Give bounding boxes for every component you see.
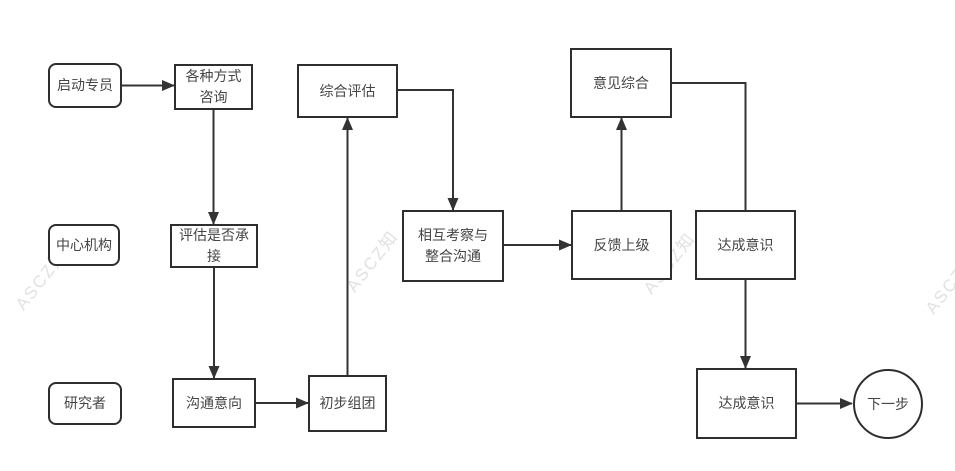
process-node-initial-group: 初步组团 — [308, 375, 387, 432]
process-node-consult: 各种方式咨询 — [174, 64, 253, 110]
role-node-starter: 启动专员 — [48, 63, 122, 108]
edge-opinion-to-consensus-top — [672, 82, 747, 210]
role-node-center-org: 中心机构 — [48, 224, 120, 266]
process-node-assess: 评估是否承接 — [170, 224, 258, 268]
watermark-text: ASCZ知 — [921, 248, 955, 318]
terminal-node-next-step: 下一步 — [853, 369, 923, 439]
process-node-feedback: 反馈上级 — [571, 210, 672, 280]
edge-eval-to-mutual — [398, 89, 459, 211]
process-node-intent: 沟通意向 — [172, 378, 256, 428]
watermark-text: ASCZ知 — [342, 226, 403, 296]
process-node-mutual-comm: 相互考察与整合沟通 — [402, 210, 504, 282]
role-node-researcher: 研究者 — [48, 382, 122, 425]
process-node-consensus-top: 达成意识 — [695, 210, 796, 280]
process-node-opinion: 意见综合 — [570, 48, 672, 118]
process-node-consensus-bottom: 达成意识 — [696, 368, 797, 439]
process-node-overall-eval: 综合评估 — [297, 64, 398, 118]
